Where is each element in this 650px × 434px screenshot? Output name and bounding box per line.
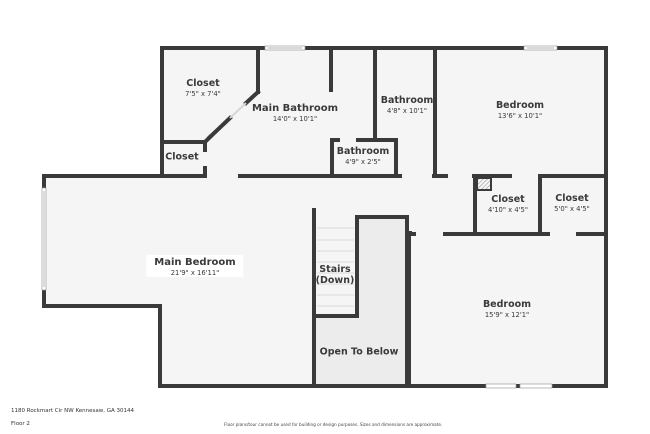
room-name: Closet — [491, 194, 525, 206]
room-dimensions: 21'9" x 16'11" — [170, 268, 220, 277]
room-dimensions: 4'10" x 4'5" — [488, 206, 528, 215]
room-label-closet-right: Closet 5'0" x 4'5" — [554, 193, 590, 214]
room-label-main-bathroom: Main Bathroom 14'0" x 10'1" — [252, 103, 338, 123]
address-text: 1180 Rockmart Cir NW Kennesaw, GA 30144 — [11, 408, 135, 414]
room-label-bedroom-bottom: Bedroom 15'9" x 12'1" — [482, 299, 532, 320]
room-label-bathroom-small: Bathroom 4'9" x 2'5" — [336, 146, 390, 167]
room-name: Main Bathroom — [251, 102, 339, 114]
duct-icon — [476, 177, 492, 191]
disclaimer-text: Floor plans/tour cannot be used for buil… — [224, 422, 443, 427]
room-dimensions: 5'0" x 4'5" — [554, 205, 590, 214]
room-label-open-to-below: Open To Below — [319, 346, 399, 359]
room-label-bathroom-tall: Bathroom 4'8" x 10'1" — [380, 95, 434, 116]
room-label-closet-large: Closet 7'5" x 7'4" — [185, 78, 221, 99]
room-name: Open To Below — [319, 346, 399, 358]
walls — [42, 46, 608, 388]
room-dimensions: 4'8" x 10'1" — [387, 107, 427, 116]
room-dimensions: 14'0" x 10'1" — [272, 114, 318, 123]
room-label-closet-mid: Closet 4'10" x 4'5" — [488, 194, 528, 215]
room-subtitle: (Down) — [315, 275, 355, 286]
room-name: Main Bedroom — [154, 256, 236, 268]
windows — [41, 45, 558, 389]
room-name: Closet — [555, 193, 589, 205]
room-name: Bedroom — [495, 100, 545, 112]
room-name: Bedroom — [482, 299, 532, 311]
room-label-bedroom-top: Bedroom 13'6" x 10'1" — [495, 100, 545, 121]
room-dimensions: 13'6" x 10'1" — [497, 112, 543, 121]
room-label-closet-small: Closet — [165, 151, 199, 164]
room-name: Stairs — [319, 264, 351, 276]
room-name: Bathroom — [336, 146, 390, 158]
room-dimensions: 7'5" x 7'4" — [185, 90, 221, 99]
room-name: Closet — [165, 151, 199, 163]
room-name: Closet — [186, 78, 220, 90]
room-dimensions: 15'9" x 12'1" — [484, 311, 530, 320]
room-dimensions: 4'9" x 2'5" — [345, 158, 381, 167]
room-name: Bathroom — [380, 95, 434, 107]
room-label-stairs: Stairs (Down) — [315, 264, 355, 287]
floor-level-text: Floor 2 — [11, 421, 30, 427]
stair-treads — [317, 227, 354, 307]
room-label-main-bedroom: Main Bedroom 21'9" x 16'11" — [146, 254, 244, 278]
